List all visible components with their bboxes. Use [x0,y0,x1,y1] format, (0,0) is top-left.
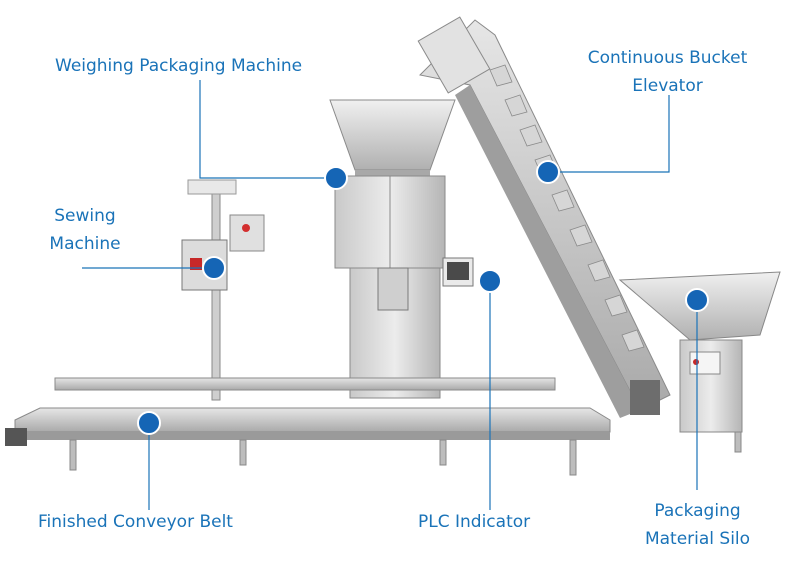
label-sewing-line2: Machine [49,234,121,254]
marker-bucket-elevator [536,160,560,184]
sewing-machine [181,179,265,401]
marker-conveyor [137,411,161,435]
label-silo-line2: Material Silo [644,529,751,549]
callout-markers [137,160,709,435]
label-material-silo: Packaging Material Silo [630,497,765,553]
marker-silo [685,288,709,312]
callout-lines [82,80,698,510]
weighing-machine [329,99,474,399]
label-plc-indicator: PLC Indicator [418,508,530,536]
label-bucket-line1: Continuous Bucket [587,48,748,68]
marker-sewing [202,256,226,280]
marker-weighing [324,166,348,190]
label-weighing-machine: Weighing Packaging Machine [55,52,302,80]
label-sewing-machine: Sewing Machine [40,202,130,258]
label-sewing-line1: Sewing [54,206,116,226]
conveyor-frame [5,377,742,476]
label-bucket-elevator: Continuous Bucket Elevator [575,44,760,100]
label-silo-line1: Packaging [654,501,741,521]
label-bucket-line2: Elevator [632,76,703,96]
marker-plc [478,269,502,293]
label-weighing-text: Weighing Packaging Machine [55,56,303,76]
label-conveyor-belt: Finished Conveyor Belt [38,508,233,536]
bucket-elevator [417,16,671,418]
label-plc-text: PLC Indicator [418,512,531,532]
label-conveyor-text: Finished Conveyor Belt [38,512,233,532]
